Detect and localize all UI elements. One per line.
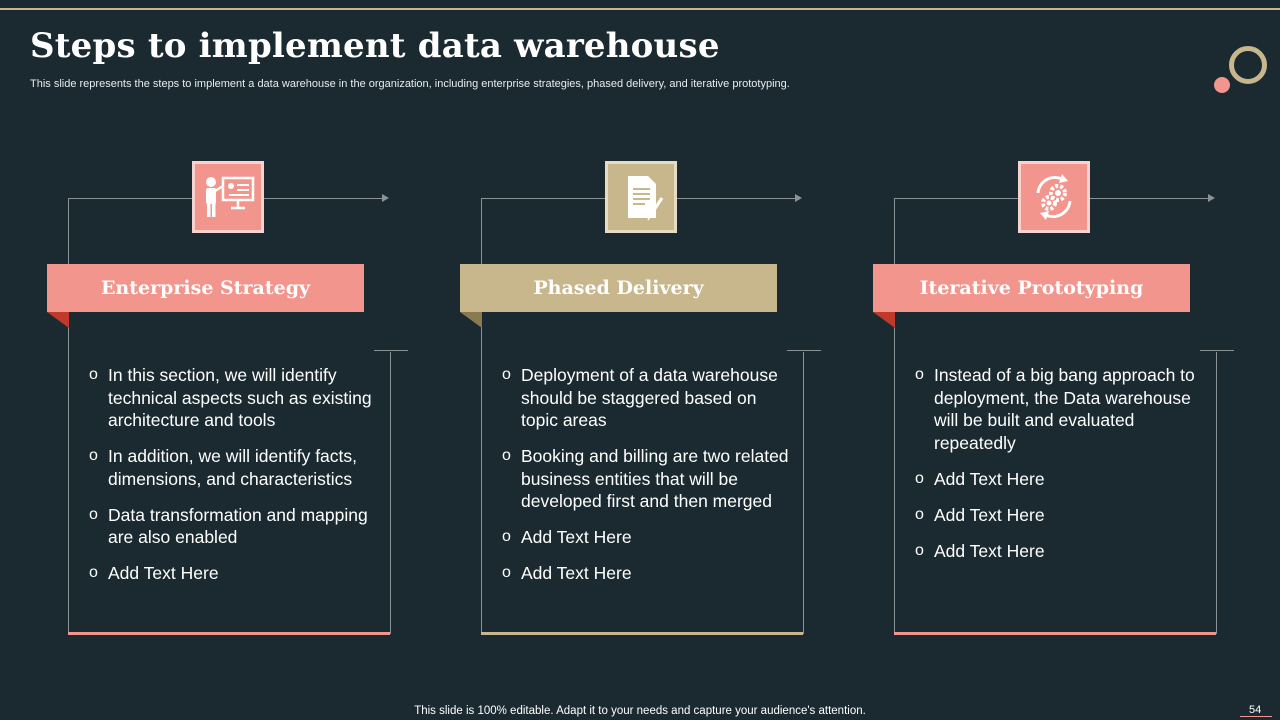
decorative-dot <box>1214 77 1230 93</box>
page-number-underline <box>1240 716 1272 717</box>
page-number: 54 <box>1249 704 1262 716</box>
column-right-border <box>390 352 391 634</box>
decorative-ring <box>1229 46 1267 84</box>
banner-fold <box>460 312 482 328</box>
column-left-border <box>481 198 482 634</box>
column-bottom-bar <box>68 632 390 635</box>
heading-banner: Phased Delivery <box>460 264 777 312</box>
banner-fold <box>873 312 895 328</box>
heading-banner: Iterative Prototyping <box>873 264 1190 312</box>
arrow-right-icon <box>795 194 802 202</box>
column-left-border <box>894 198 895 634</box>
arrow-right-icon <box>382 194 389 202</box>
arrow-right-icon <box>1208 194 1215 202</box>
column-right-border <box>803 352 804 634</box>
gears-cycle-icon <box>1018 161 1090 233</box>
heading-banner: Enterprise Strategy <box>47 264 364 312</box>
banner-fold <box>47 312 69 328</box>
top-divider <box>0 8 1280 10</box>
column-right-border <box>1216 352 1217 634</box>
column-bottom-bar <box>481 632 803 635</box>
column-cap-line <box>787 350 821 351</box>
footer-note: This slide is 100% editable. Adapt it to… <box>414 705 866 717</box>
column-left-border <box>68 198 69 634</box>
column-cap-line <box>374 350 408 351</box>
column-bottom-bar <box>894 632 1216 635</box>
slide-title: Steps to implement data warehouse <box>30 26 720 66</box>
slide-subtitle: This slide represents the steps to imple… <box>30 78 790 90</box>
column-cap-line <box>1200 350 1234 351</box>
document-icon <box>605 161 677 233</box>
presentation-icon <box>192 161 264 233</box>
